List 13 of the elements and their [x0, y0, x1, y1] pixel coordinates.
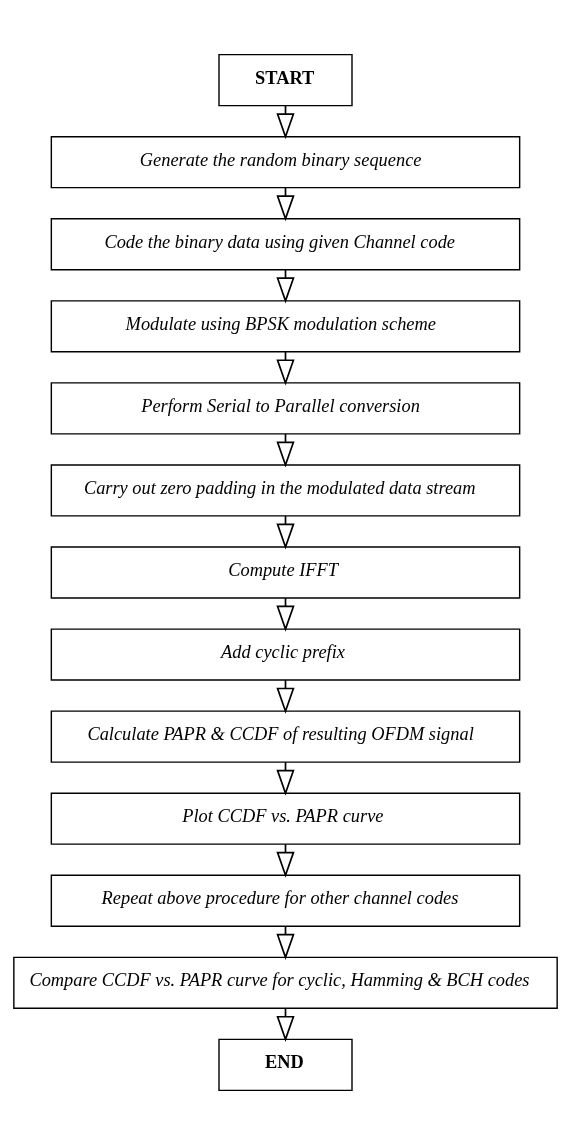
node-box: Calculate PAPR & CCDF of resulting OFDM signal [50, 710, 521, 763]
node-box: Code the binary data using given Channel code [50, 218, 521, 271]
node-box: Perform Serial to Parallel conversion [50, 382, 521, 435]
node-box: Compare CCDF vs. PAPR curve for cyclic, Hamming & BCH codes [13, 956, 558, 1009]
node-box: Add cyclic prefix [50, 628, 521, 681]
node-box: Carry out zero padding in the modulated data stream [50, 464, 521, 517]
node-box: Compute IFFT [50, 546, 521, 599]
node-box: Plot CCDF vs. PAPR curve [50, 792, 521, 845]
node-box: Repeat above procedure for other channel codes [50, 874, 521, 927]
node-box: END [218, 1038, 353, 1092]
node-box: START [218, 53, 353, 107]
node-box: Modulate using BPSK modulation scheme [50, 300, 521, 353]
node-box: Generate the random binary sequence [50, 136, 521, 189]
